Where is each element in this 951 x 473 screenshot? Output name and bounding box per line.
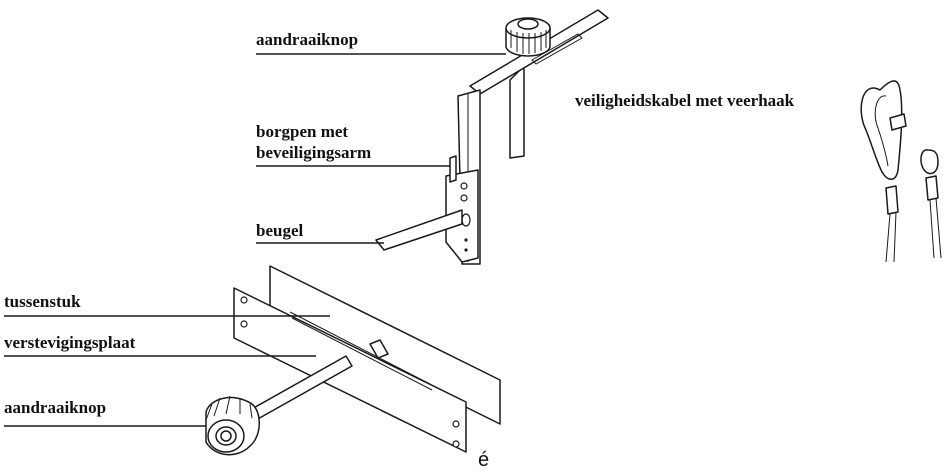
lock-pin (449, 155, 457, 183)
label-safety-cable: veiligheidskabel met veerhaak (575, 91, 795, 110)
safety-cable-illustration (860, 80, 942, 263)
label-knob-top: aandraaiknop (256, 30, 358, 49)
bottom-plate-assembly (205, 265, 501, 456)
label-bracket: beugel (256, 221, 304, 240)
spacer-plate (269, 265, 501, 425)
label-lock-pin-line1: borgpen met (256, 122, 348, 141)
top-strap (509, 65, 525, 159)
bracket-foot (375, 209, 463, 251)
top-knob (505, 17, 551, 57)
carabiner (860, 80, 903, 180)
reinforcement-plate (233, 287, 467, 453)
label-spacer: tussenstuk (4, 292, 81, 311)
stray-character: é (478, 449, 489, 471)
label-reinforcement-plate: verstevigingsplaat (4, 333, 136, 352)
label-knob-bottom: aandraaiknop (4, 398, 106, 417)
top-bracket-assembly (375, 9, 609, 265)
label-lock-pin-line2: beveiligingsarm (256, 143, 371, 162)
bottom-knob (205, 395, 260, 456)
